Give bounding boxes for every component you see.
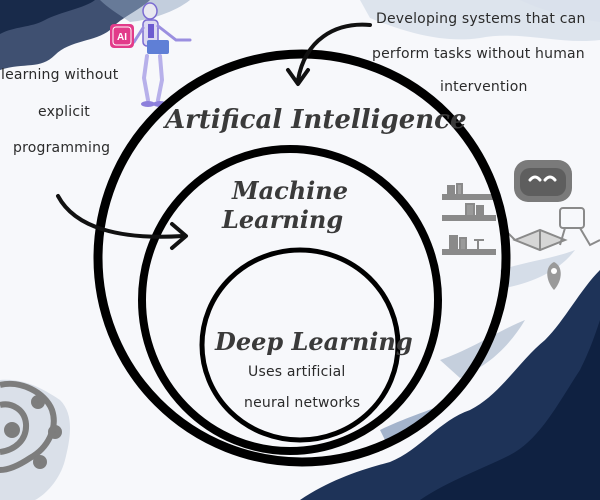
ai-description-line-3: intervention	[440, 79, 528, 95]
ml-circle-label-line-1: Machine	[232, 176, 349, 205]
dl-circle	[199, 247, 401, 443]
ml-circle-label-line-2: Learning	[222, 205, 344, 234]
robot-head-icon	[514, 160, 572, 202]
paint-splash-top-left	[0, 0, 190, 70]
dl-caption-line-2: neural networks	[244, 395, 361, 411]
ml-description-line-3: programming	[13, 140, 111, 156]
ai-description-line-2: perform tasks without human	[372, 46, 585, 62]
ai-annotation-arrow	[286, 22, 372, 86]
ml-annotation-arrow	[56, 194, 188, 250]
location-pin-icon	[547, 262, 561, 290]
svg-text:AI: AI	[117, 32, 127, 43]
dl-caption-line-1: Uses artificial	[248, 364, 346, 380]
paint-splash-top-right	[360, 0, 600, 42]
ai-chip-icon: AI	[110, 24, 134, 48]
bookshelf-icon	[442, 183, 496, 255]
ai-description-line-1: Developing systems that can	[376, 11, 586, 27]
brain-gear-icon	[0, 380, 62, 473]
ml-description-line-1: learning without	[1, 67, 119, 83]
ml-circle	[138, 145, 442, 455]
ai-circle-label: Artifical Intelligence	[165, 105, 467, 135]
ai-circle	[93, 49, 511, 467]
dl-circle-label: Deep Learning	[215, 327, 413, 356]
ml-description-line-2: explicit	[38, 104, 90, 120]
reading-robot-icon	[499, 207, 600, 252]
